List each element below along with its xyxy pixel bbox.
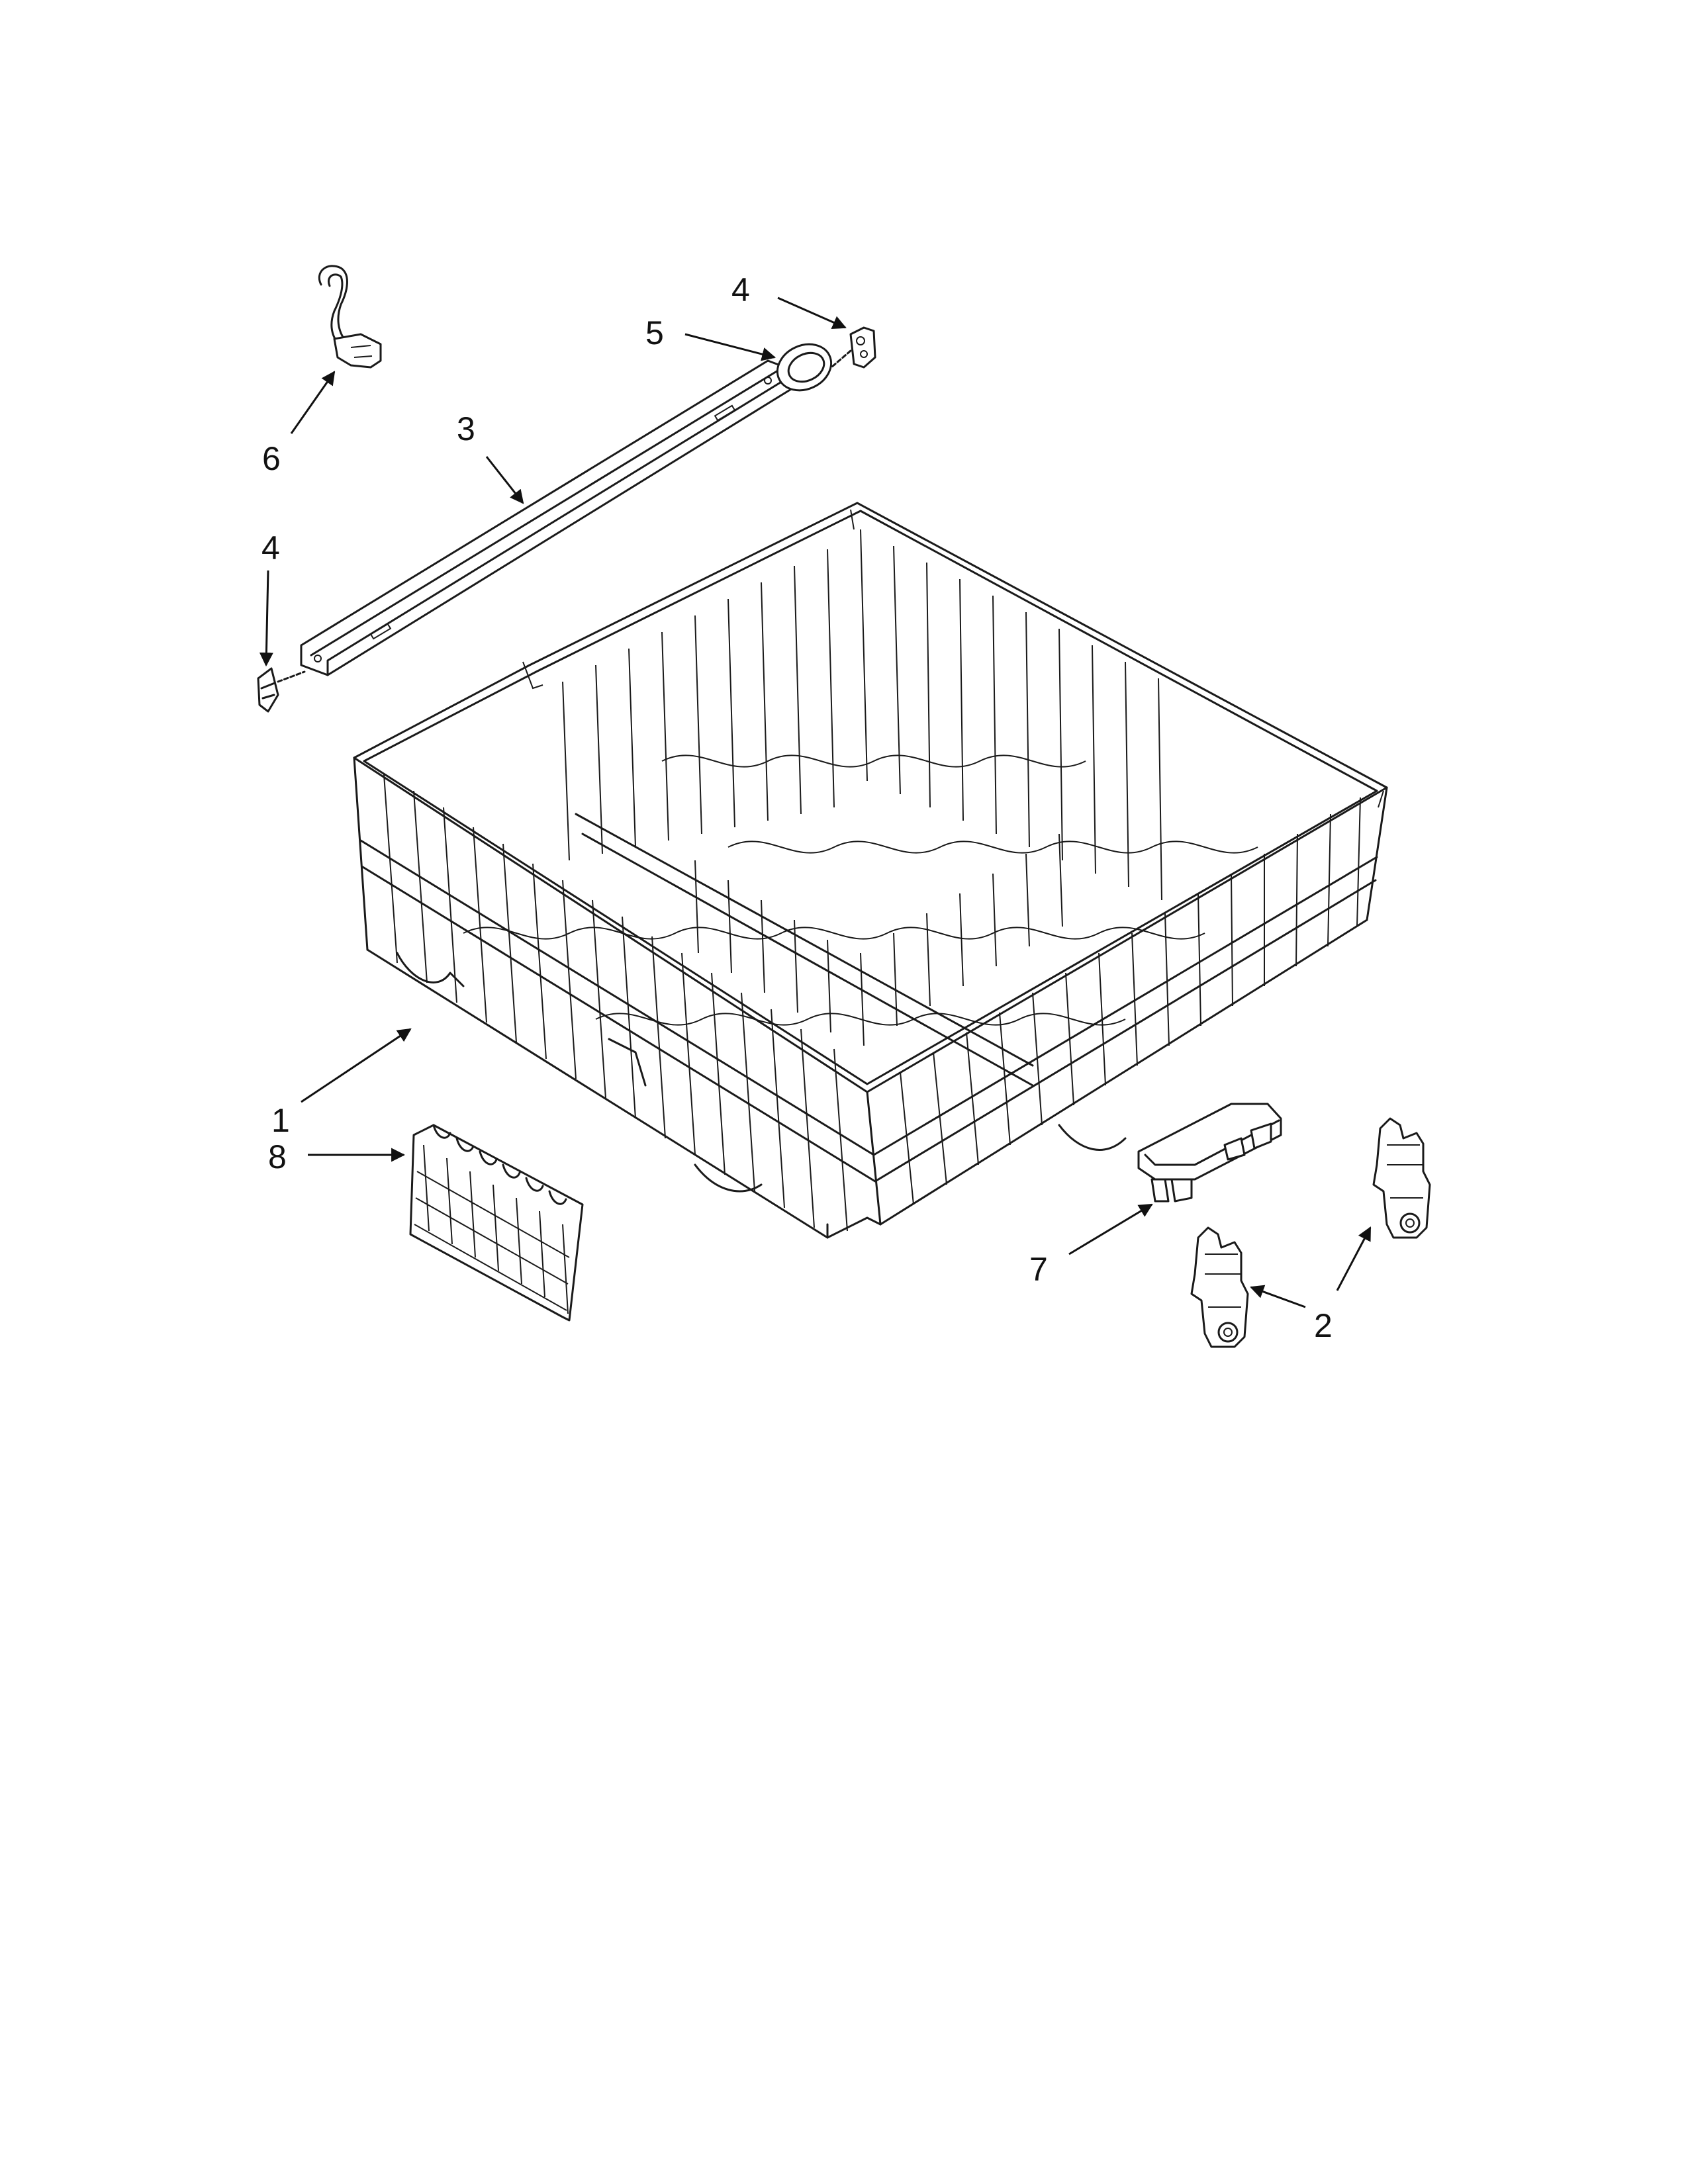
callout-3: 3 bbox=[457, 410, 475, 447]
part-2-rack-adjuster-left bbox=[1190, 1226, 1249, 1348]
part-8-rack-insert bbox=[409, 1124, 584, 1322]
arrow-2-right bbox=[1336, 1226, 1372, 1291]
arrow-1 bbox=[301, 1028, 412, 1103]
arrow-4-right bbox=[777, 296, 847, 329]
callout-4-left: 4 bbox=[261, 529, 280, 567]
callout-6: 6 bbox=[262, 440, 281, 477]
callout-8: 8 bbox=[268, 1138, 287, 1175]
callout-7: 7 bbox=[1029, 1251, 1048, 1288]
arrow-2-left bbox=[1250, 1285, 1306, 1308]
arrow-7 bbox=[1068, 1203, 1153, 1255]
callout-arrows bbox=[259, 296, 1372, 1308]
callout-4-right: 4 bbox=[731, 271, 750, 308]
arrow-3 bbox=[485, 456, 524, 504]
part-2-rack-adjuster-right bbox=[1372, 1117, 1431, 1239]
callout-labels: 6 3 4 4 5 1 8 7 2 bbox=[261, 271, 1333, 1344]
arrow-4-left bbox=[259, 570, 273, 667]
part-1-upper-dishrack bbox=[353, 502, 1388, 1239]
callout-5: 5 bbox=[645, 314, 664, 351]
arrow-6 bbox=[290, 371, 336, 434]
part-6-rack-clip bbox=[318, 265, 382, 369]
part-4-left-end-cap bbox=[257, 667, 306, 713]
part-7-rack-handle bbox=[1137, 1103, 1282, 1203]
callout-2: 2 bbox=[1314, 1307, 1333, 1344]
arrow-5 bbox=[684, 333, 776, 361]
part-5-rail-stop bbox=[776, 343, 833, 392]
callout-1: 1 bbox=[271, 1102, 290, 1139]
part-4-right-end-cap bbox=[826, 326, 876, 372]
part-3-rack-rail bbox=[300, 359, 796, 676]
